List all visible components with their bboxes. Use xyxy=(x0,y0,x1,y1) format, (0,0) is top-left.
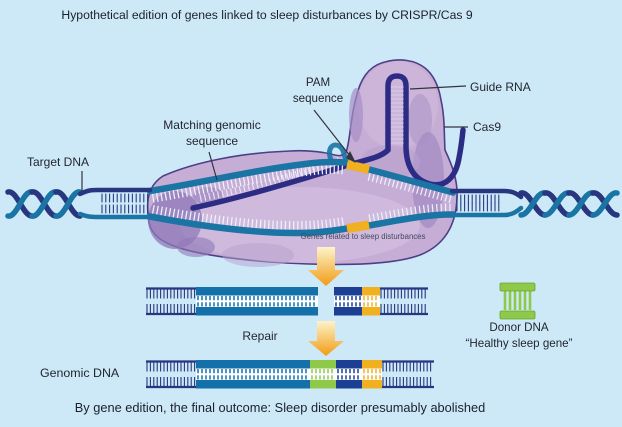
lower-strand-continuation-rungs xyxy=(368,203,451,223)
donor-dna-label: Donor DNA xyxy=(489,321,549,334)
upper-strand-continuation xyxy=(365,166,457,196)
dna-segment xyxy=(196,287,318,296)
strand-loop xyxy=(327,142,353,167)
rna-dna-complex xyxy=(146,73,466,237)
rung-guide-rungs xyxy=(337,375,359,380)
guide-rna-leader xyxy=(409,85,467,90)
dna-segment xyxy=(196,360,310,369)
hatch-guide-rungs xyxy=(382,362,432,372)
hatch-guide-rungs xyxy=(380,289,426,299)
dna-segment-gap xyxy=(196,368,310,380)
rung-guide-rungs xyxy=(197,369,307,374)
pam-leader-arrowhead xyxy=(346,151,356,163)
matching-sequence-leader xyxy=(208,151,218,181)
cut-arrow-icon xyxy=(308,247,344,286)
hatch-guide-rungs xyxy=(380,304,426,313)
dna-segment-gap xyxy=(362,295,380,307)
cas9-highlight xyxy=(180,187,420,263)
cas9-patch xyxy=(408,94,432,146)
repair-label: Repair xyxy=(242,329,278,343)
dna-segment xyxy=(336,380,362,389)
dna-segment-gap xyxy=(334,295,362,307)
pam-label-line2: sequence xyxy=(292,92,344,105)
target-dna-helix xyxy=(5,187,620,220)
dna-segment-gap xyxy=(336,368,362,380)
hatch-guide-rungs xyxy=(146,289,196,299)
target-dna-label: Target DNA xyxy=(27,155,90,169)
dna-segment xyxy=(310,360,336,369)
pam-segment xyxy=(346,160,370,174)
cas9-patch xyxy=(349,88,363,142)
rung-guide-rungs xyxy=(363,375,381,380)
diagram-caption: By gene edition, the final outcome: Slee… xyxy=(74,400,486,415)
repair-arrow-icon xyxy=(308,321,344,356)
matching-sequence-label-line1: Matching genomic xyxy=(163,118,261,132)
right-ladder-guide-rungs xyxy=(456,194,500,204)
matching-sequence-label-line2: sequence xyxy=(185,134,239,148)
dna-segment xyxy=(310,380,336,389)
rung-guide-rungs xyxy=(335,296,361,301)
healthy-gene-label: “Healthy sleep gene” xyxy=(465,337,573,350)
dna-segment xyxy=(336,360,362,369)
donor-bar-bottom xyxy=(499,310,536,320)
dna-segment xyxy=(362,307,380,316)
dna-segment xyxy=(362,287,380,296)
cas9-patch xyxy=(222,243,294,267)
dna-segment-gap xyxy=(310,368,336,380)
left-ladder-guide-rungs xyxy=(101,204,149,214)
donor-dna-icon xyxy=(499,282,536,320)
dna-segment xyxy=(196,380,310,389)
right-ladder-guide-rungs xyxy=(456,202,500,212)
dna-rows xyxy=(146,287,434,389)
rung-guide-rungs xyxy=(337,369,359,374)
cut-dna-row xyxy=(146,287,428,316)
target-strand-lower-rungs xyxy=(151,204,345,230)
rung-guide-rungs xyxy=(197,296,315,301)
process-arrows xyxy=(308,247,344,356)
hatch-guide-rungs xyxy=(146,377,196,386)
hatch-guide-rungs xyxy=(382,377,432,386)
lower-strand-continuation xyxy=(365,211,457,229)
rung-guide-rungs xyxy=(197,302,315,307)
genomic-dna-row xyxy=(146,360,434,389)
pam-leader xyxy=(313,109,351,157)
right-helix xyxy=(449,188,620,218)
leader-lines xyxy=(81,85,468,191)
hatch-guide-rungs xyxy=(146,304,196,313)
left-helix xyxy=(5,187,153,220)
dna-segment xyxy=(334,307,362,316)
donor-bar-top xyxy=(499,282,536,292)
guide-rna-label: Guide RNA xyxy=(470,80,531,94)
rung-guide-rungs xyxy=(197,375,307,380)
dna-segment xyxy=(362,380,382,389)
hairpin-rung-guide-rungs xyxy=(391,86,404,144)
upper-strand-continuation-rungs xyxy=(367,172,452,203)
dna-segment xyxy=(334,287,362,296)
dna-segment xyxy=(362,360,382,369)
cas9-patch xyxy=(412,132,444,228)
donor-rung-guide-rungs xyxy=(503,291,532,310)
dna-segment-gap xyxy=(196,295,318,307)
rung-guide-rungs xyxy=(363,369,381,374)
rung-guide-rungs xyxy=(311,369,333,374)
genes-note-label: Genes related to sleep disturbances xyxy=(300,232,426,241)
diagram-title: Hypothetical edition of genes linked to … xyxy=(61,8,473,22)
dna-segment-gap xyxy=(362,368,382,380)
left-ladder-guide-rungs xyxy=(101,193,149,203)
dna-segment xyxy=(196,307,318,316)
rung-guide-rungs xyxy=(311,375,333,380)
cas9-patch xyxy=(177,237,215,257)
target-strand-lower xyxy=(146,213,351,237)
hatch-guide-rungs xyxy=(146,362,196,372)
guide-rna-strand xyxy=(190,73,466,211)
pam-label-line1: PAM xyxy=(305,76,331,89)
target-strand-upper-rungs xyxy=(151,164,344,203)
rung-guide-rungs xyxy=(363,302,377,307)
pam-segment-lower xyxy=(346,220,370,233)
rung-guide-rungs xyxy=(335,302,361,307)
rung-guide-rungs xyxy=(363,296,377,301)
cas9-label: Cas9 xyxy=(473,120,502,134)
genomic-dna-label: Genomic DNA xyxy=(40,366,120,380)
